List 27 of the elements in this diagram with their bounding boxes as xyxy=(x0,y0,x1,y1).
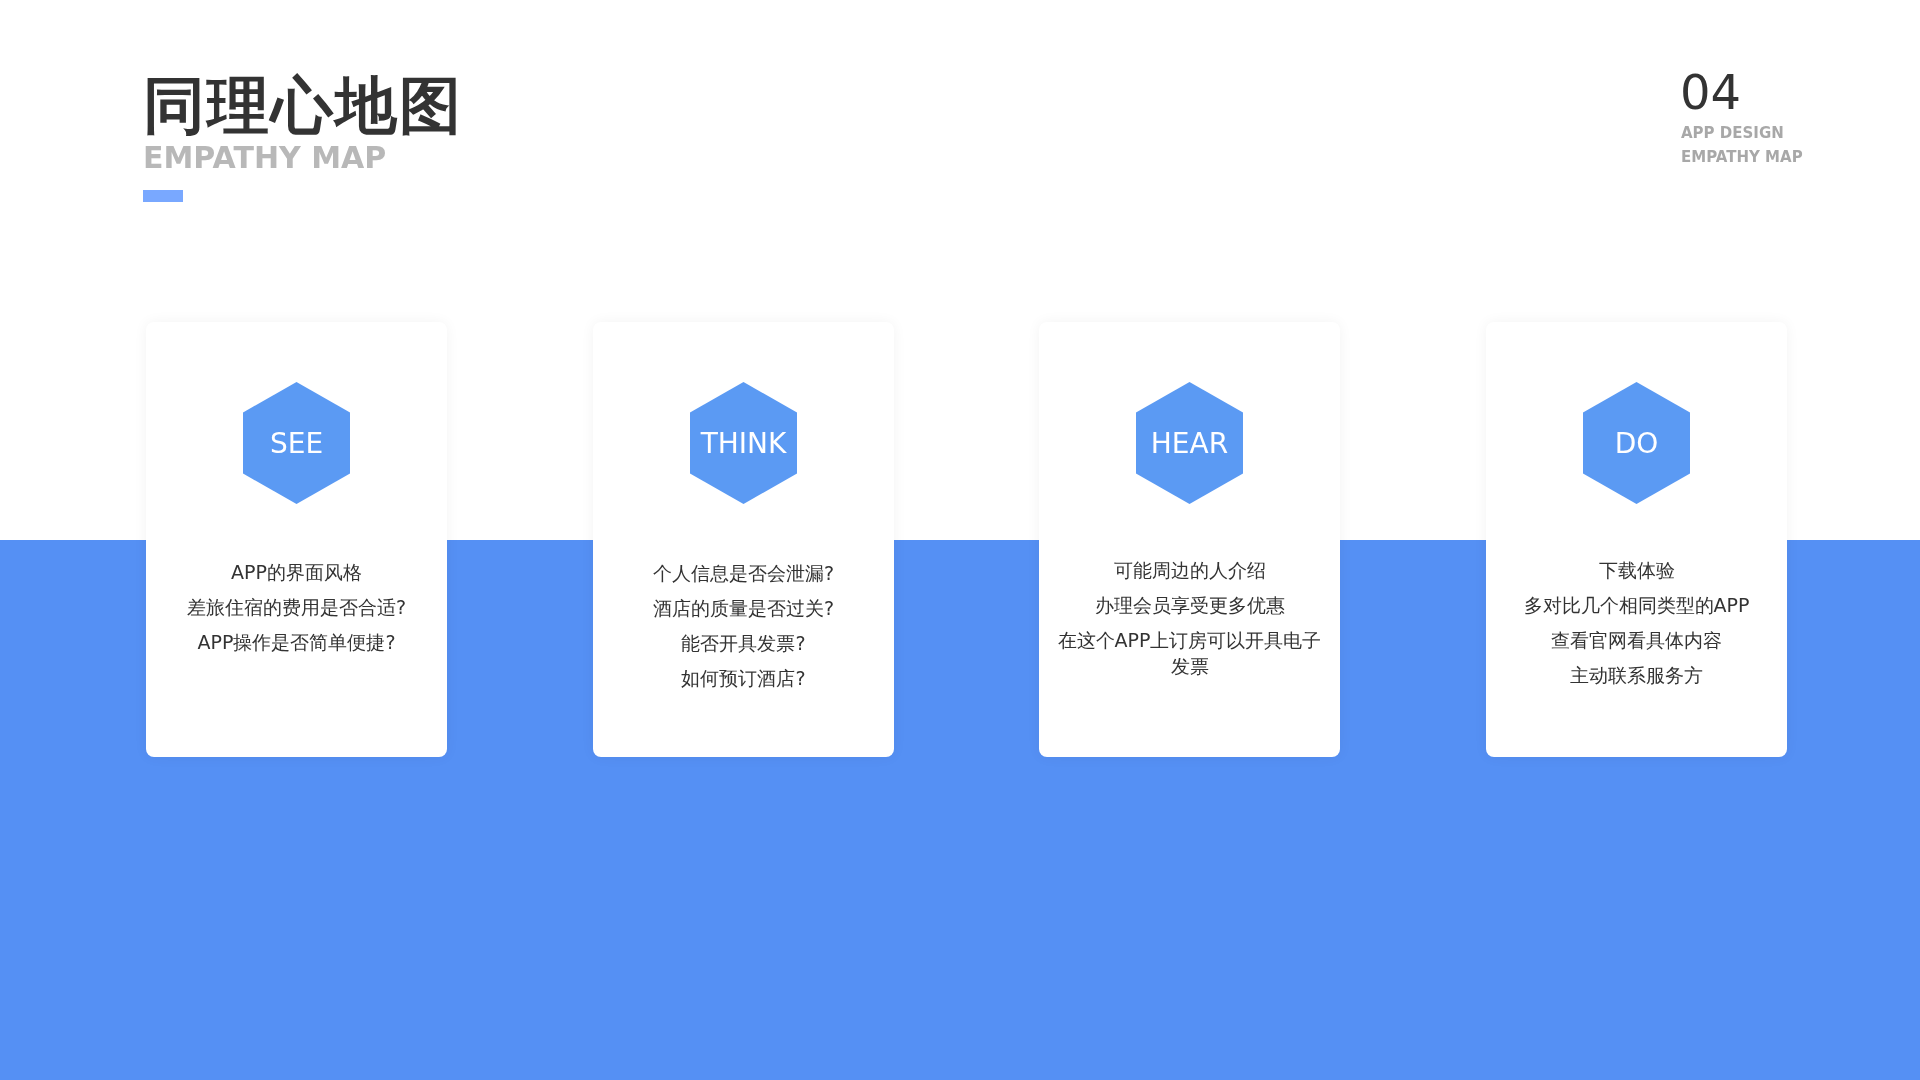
hexagon-label: DO xyxy=(1614,426,1659,460)
card xyxy=(1486,322,1787,757)
page-number: 04 xyxy=(1680,64,1742,120)
caption-text: EMPATHY MAP xyxy=(1681,148,1803,166)
card xyxy=(593,322,894,757)
subtitle: EMPATHY MAP xyxy=(143,142,387,174)
list-item-text: APP操作是否简单便捷? xyxy=(196,630,397,655)
list-item-text: 查看官网看具体内容 xyxy=(1550,628,1723,653)
list-item-text: 主动联系服务方 xyxy=(1569,663,1704,688)
list-item-text: 差旅住宿的费用是否合适? xyxy=(185,595,408,620)
hexagon-label: HEAR xyxy=(1150,426,1229,460)
caption-text: APP DESIGN xyxy=(1681,124,1784,142)
list-item-text: 酒店的质量是否过关? xyxy=(651,596,836,621)
list-item-text: 能否开具发票? xyxy=(680,631,807,656)
list-item-text: 可能周边的人介绍 xyxy=(1112,558,1267,583)
title: 同理心地图 xyxy=(143,68,463,144)
list-item-text: 下载体验 xyxy=(1597,558,1676,583)
list-item-text: 在这个APP上订房可以开具电子发票 xyxy=(1056,628,1323,679)
list-item-text: 如何预订酒店? xyxy=(680,666,807,691)
list-item-text: APP的界面风格 xyxy=(230,560,363,585)
list-item-text: 多对比几个相同类型的APP xyxy=(1522,593,1751,618)
list-item-text: 个人信息是否会泄漏? xyxy=(651,561,836,586)
list-item-text: 办理会员享受更多优惠 xyxy=(1093,593,1286,618)
card xyxy=(1039,322,1340,757)
hexagon-label: SEE xyxy=(269,426,324,460)
card xyxy=(146,322,447,757)
hexagon-label: THINK xyxy=(700,426,787,460)
